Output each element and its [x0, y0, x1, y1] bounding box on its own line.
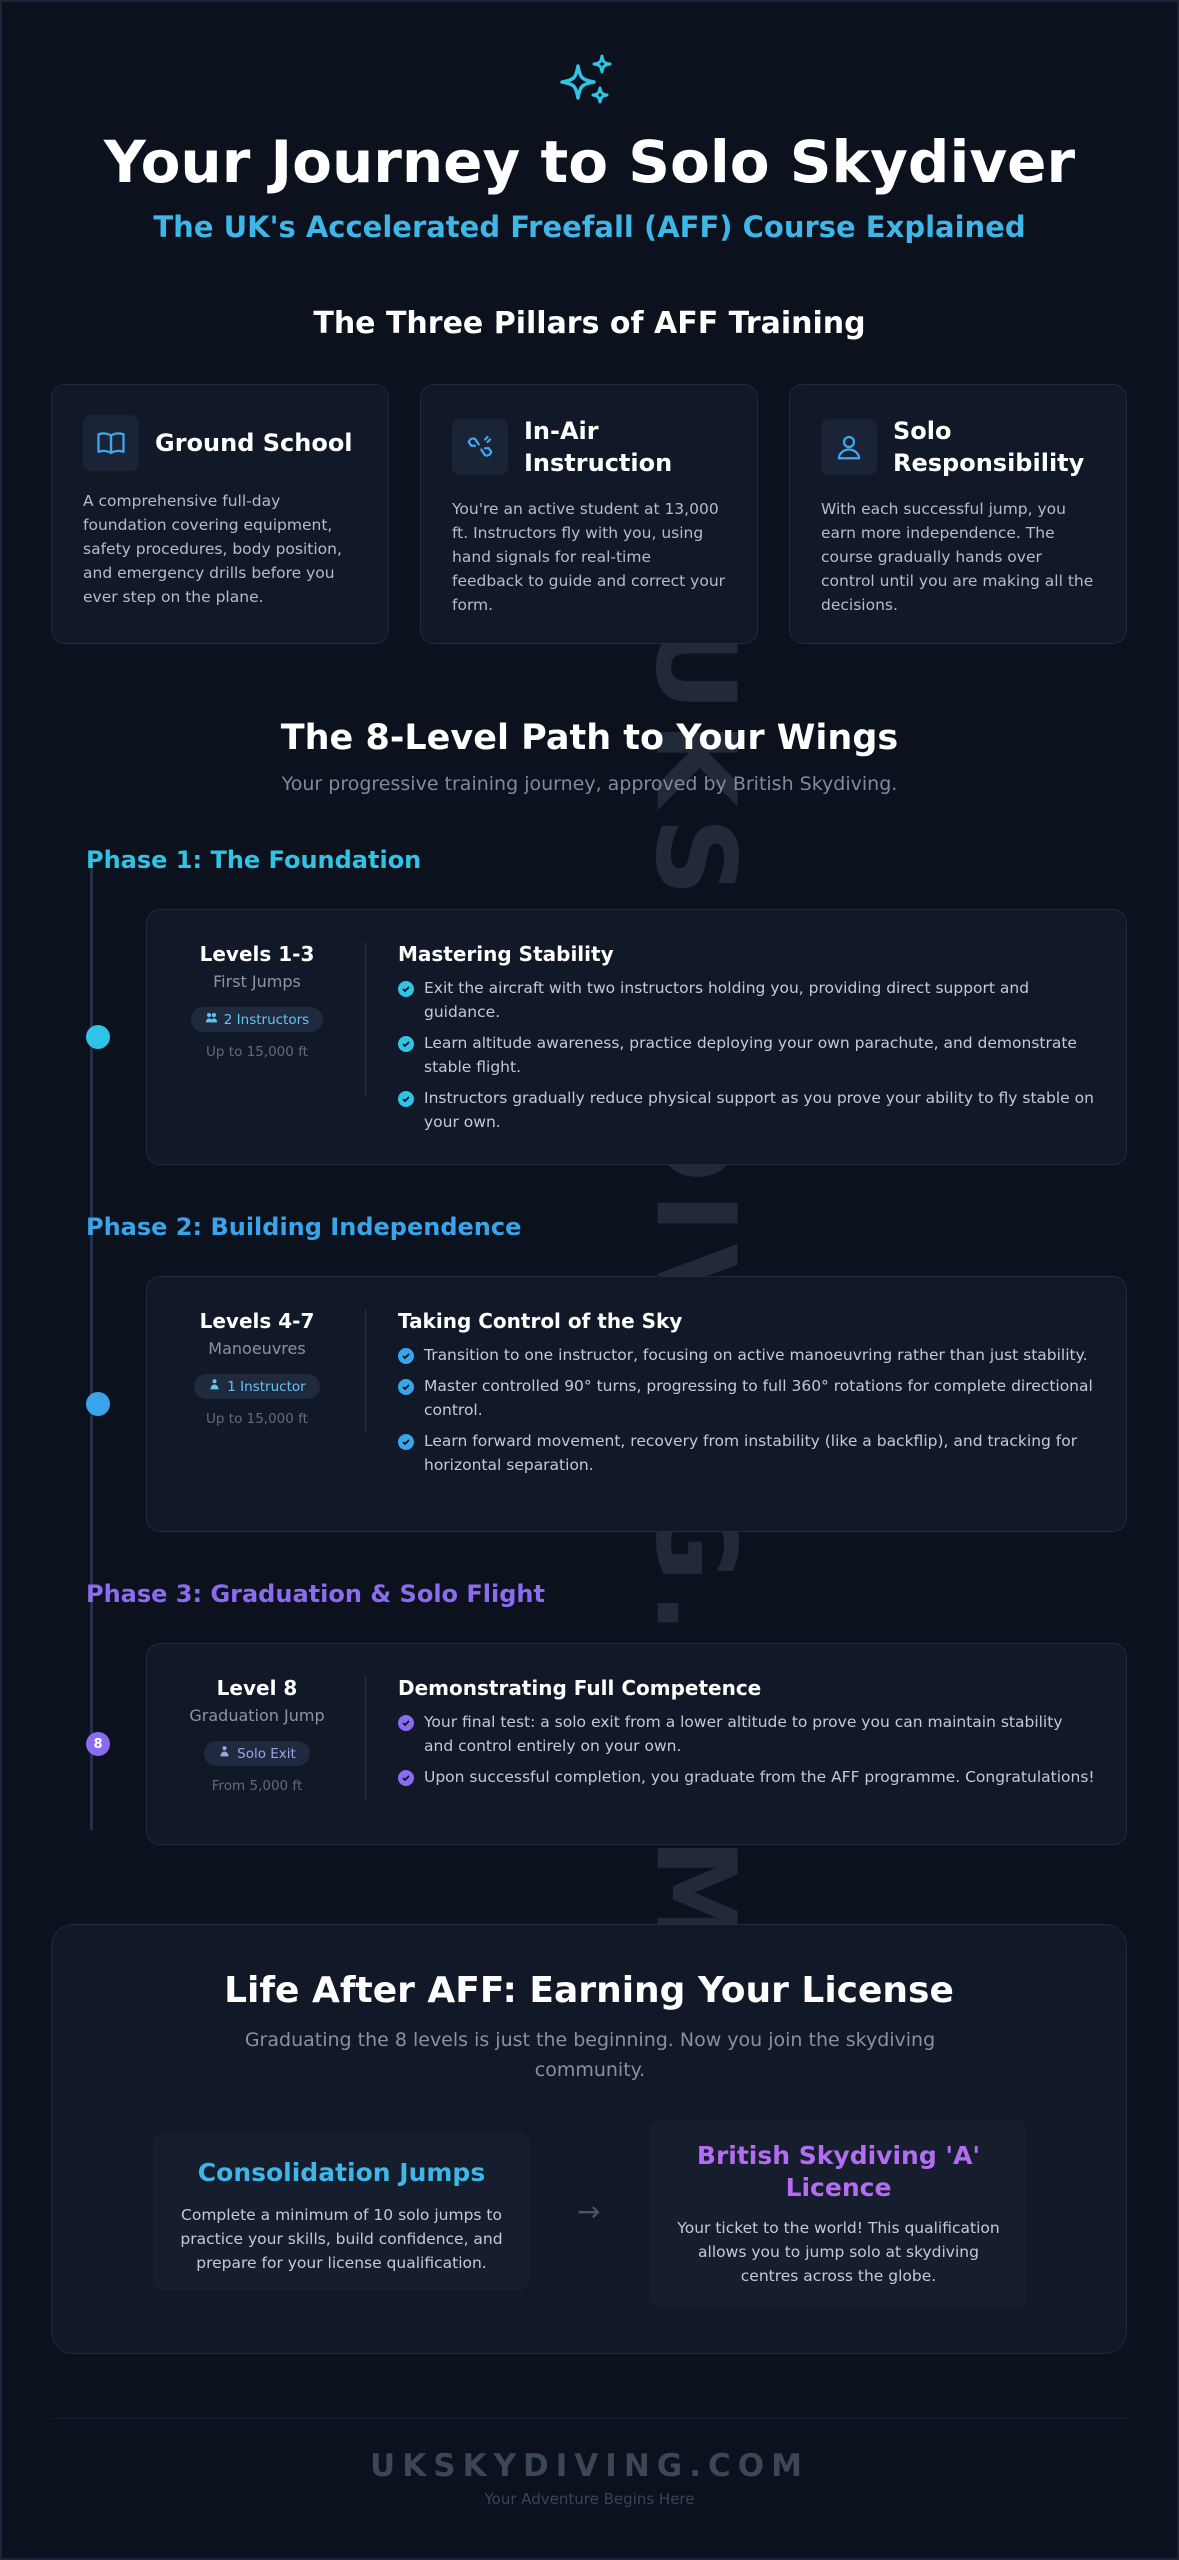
check-circle-icon: [398, 981, 414, 997]
step-title: Consolidation Jumps: [197, 2158, 486, 2187]
user-icon: [218, 1745, 231, 1762]
timeline-dot: [86, 1025, 110, 1049]
levels-title: Level 8: [216, 1676, 298, 1700]
instructor-badge: 1 Instructor: [194, 1374, 320, 1399]
footer-brand: UKSKYDIVING.COM: [370, 2448, 809, 2484]
list-item: Master controlled 90° turns, progressing…: [398, 1374, 1096, 1422]
pillar-card-solo-responsibility: Solo Responsibility With each successful…: [789, 384, 1127, 644]
levels-subtitle: Manoeuvres: [208, 1339, 306, 1358]
level-heading: Demonstrating Full Competence: [398, 1676, 762, 1700]
timeline-dot: [86, 1392, 110, 1416]
pillar-text: You're an active student at 13,000 ft. I…: [452, 500, 726, 614]
footer-divider: [51, 2418, 1127, 2419]
check-circle-icon: [398, 1434, 414, 1450]
after-aff-card: Life After AFF: Earning Your License Gra…: [51, 1924, 1127, 2354]
list-item: Upon successful completion, you graduate…: [398, 1765, 1096, 1789]
check-circle-icon: [398, 1036, 414, 1052]
step-text: Your ticket to the world! This qualifica…: [677, 2219, 1000, 2285]
timeline-line: [90, 865, 93, 1830]
level-card-phase-1: Levels 1-3 First Jumps 2 Instructors Up …: [146, 909, 1127, 1165]
list-item: Exit the aircraft with two instructors h…: [398, 976, 1096, 1024]
user-icon: [821, 419, 877, 475]
sparkles-icon: [560, 54, 612, 104]
book-open-icon: [83, 415, 139, 471]
after-subheading: Graduating the 8 levels is just the begi…: [244, 2029, 936, 2081]
check-circle-icon: [398, 1379, 414, 1395]
level-card-phase-2: Levels 4-7 Manoeuvres 1 Instructor Up to…: [146, 1276, 1127, 1532]
instructors-icon: [205, 1011, 218, 1028]
phase-3-heading: Phase 3: Graduation & Solo Flight: [86, 1580, 545, 1608]
check-circle-icon: [398, 1348, 414, 1364]
footer-tagline: Your Adventure Begins Here: [484, 2490, 695, 2508]
level-card-phase-3: Level 8 Graduation Jump Solo Exit From 5…: [146, 1643, 1127, 1845]
check-circle-icon: [398, 1770, 414, 1786]
pillar-title: Solo Responsibility: [893, 417, 1085, 477]
path-heading: The 8-Level Path to Your Wings: [280, 718, 899, 758]
timeline-dot: 8: [86, 1732, 110, 1756]
altitude-text: From 5,000 ft: [211, 1778, 303, 1794]
step-title: British Skydiving 'A' Licence: [696, 2141, 981, 2202]
hands-icon: [452, 419, 508, 475]
divider: [365, 1309, 366, 1433]
divider: [365, 1676, 366, 1800]
levels-title: Levels 1-3: [199, 942, 315, 966]
after-heading: Life After AFF: Earning Your License: [224, 1970, 954, 2011]
list-item: Your final test: a solo exit from a lowe…: [398, 1710, 1096, 1758]
altitude-text: Up to 15,000 ft: [206, 1044, 308, 1060]
instructor-badge: 2 Instructors: [190, 1007, 324, 1032]
step-text: Complete a minimum of 10 solo jumps to p…: [180, 2206, 503, 2272]
pillar-text: With each successful jump, you earn more…: [821, 500, 1094, 614]
pillar-title: Ground School: [155, 429, 353, 457]
page-title: Your Journey to Solo Skydiver: [103, 128, 1076, 196]
altitude-text: Up to 15,000 ft: [206, 1411, 308, 1427]
pillar-text: A comprehensive full-day foundation cove…: [83, 492, 342, 606]
phase-2-heading: Phase 2: Building Independence: [86, 1213, 522, 1241]
pillar-card-ground-school: Ground School A comprehensive full-day f…: [51, 384, 389, 644]
path-subheading: Your progressive training journey, appro…: [281, 773, 898, 795]
a-licence-box: British Skydiving 'A' Licence Your ticke…: [650, 2120, 1027, 2307]
arrow-right-icon: →: [577, 2195, 601, 2228]
levels-subtitle: First Jumps: [213, 972, 301, 991]
pillars-heading: The Three Pillars of AFF Training: [313, 306, 866, 341]
list-item: Learn forward movement, recovery from in…: [398, 1429, 1096, 1477]
instructor-icon: [208, 1378, 221, 1395]
level-heading: Taking Control of the Sky: [398, 1309, 683, 1333]
check-circle-icon: [398, 1715, 414, 1731]
check-circle-icon: [398, 1091, 414, 1107]
pillar-title: In-Air Instruction: [524, 417, 673, 477]
levels-subtitle: Graduation Jump: [189, 1706, 325, 1725]
list-item: Learn altitude awareness, practice deplo…: [398, 1031, 1096, 1079]
pillar-card-in-air-instruction: In-Air Instruction You're an active stud…: [420, 384, 758, 644]
levels-title: Levels 4-7: [199, 1309, 315, 1333]
solo-exit-badge: Solo Exit: [204, 1741, 310, 1766]
phase-1-heading: Phase 1: The Foundation: [86, 846, 422, 874]
list-item: Transition to one instructor, focusing o…: [398, 1343, 1096, 1367]
list-item: Instructors gradually reduce physical su…: [398, 1086, 1096, 1134]
divider: [365, 942, 366, 1096]
level-heading: Mastering Stability: [398, 942, 614, 966]
page-subtitle: The UK's Accelerated Freefall (AFF) Cour…: [153, 210, 1026, 244]
consolidation-jumps-box: Consolidation Jumps Complete a minimum o…: [153, 2133, 530, 2290]
